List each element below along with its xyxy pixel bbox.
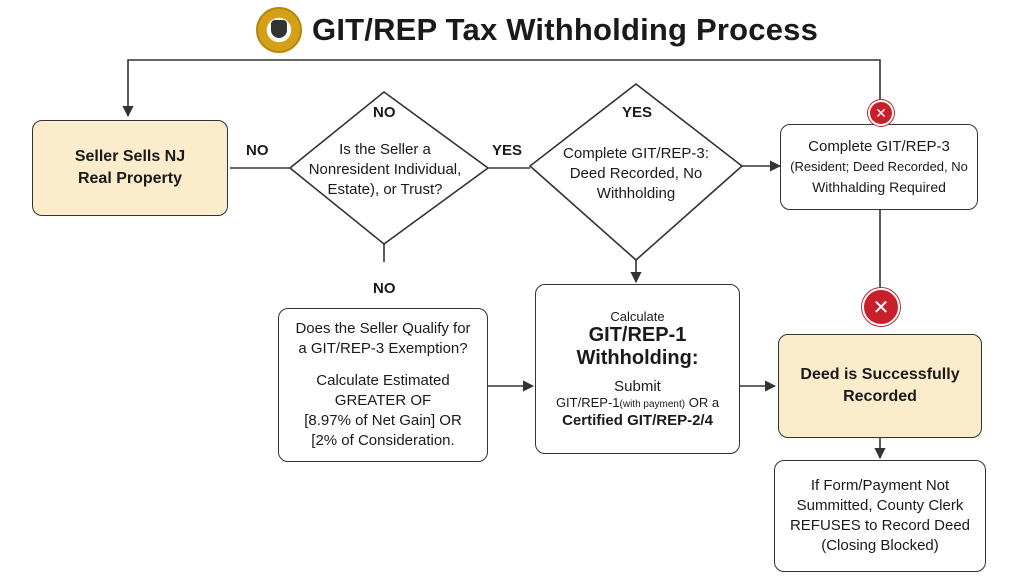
x-icon: ✕	[862, 288, 900, 326]
text-complete-rep3-diamond: Complete GIT/REP-3: Deed Recorded, No Wi…	[563, 145, 709, 202]
submit-detail: GIT/REP-1(with payment) OR a	[555, 395, 720, 410]
diamond-nonresident	[288, 90, 490, 246]
node-exemption-question: Does the Seller Qualify for a GIT/REP-3 …	[278, 308, 488, 462]
label-yes-mid: YES	[492, 142, 523, 159]
label-no-bottom: NO	[373, 280, 396, 297]
x-icon: ✕	[868, 100, 894, 126]
title-text: GIT/REP Tax Withholding Process	[312, 12, 819, 47]
label-yes-top: YES	[622, 104, 653, 121]
diamond-complete-rep3	[528, 82, 744, 262]
node-refuses-record: If Form/Payment Not Summitted, County Cl…	[774, 460, 986, 572]
node-complete-rep3: Complete GIT/REP-3 (Resident; Deed Recor…	[780, 124, 978, 210]
node-calculate-withholding: Calculate GIT/REP-1 Withholding: Submit …	[535, 284, 740, 454]
label-no-top: NO	[373, 104, 396, 121]
page-title: GIT/REP Tax Withholding Process	[256, 4, 818, 56]
node-seller-sells: Seller Sells NJ Real Property	[32, 120, 228, 216]
text-nonresident-question: Is the Seller a Nonresident Individual, …	[308, 141, 462, 198]
node-deed-recorded: Deed is Successfully Recorded	[778, 334, 982, 438]
state-seal-icon	[256, 7, 302, 53]
label-no-left: NO	[246, 142, 269, 159]
